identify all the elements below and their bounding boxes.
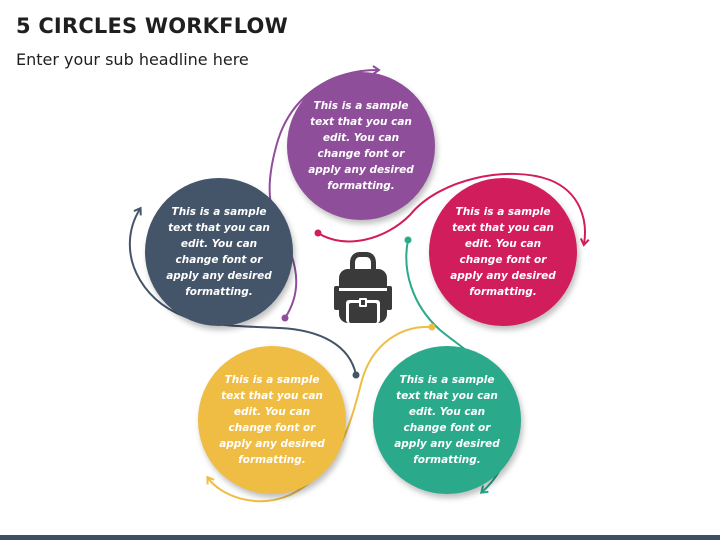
step-circle-5: This is a sample text that you can edit.… [145,178,293,326]
arc-green-dot [404,236,412,244]
step-circle-4: This is a sample text that you can edit.… [198,346,346,494]
step-text-4: This is a sample text that you can edit.… [219,374,325,466]
page-subtitle: Enter your sub headline here [16,50,249,69]
page-title: 5 CIRCLES WORKFLOW [16,14,288,38]
arc-navy-dot [352,371,360,379]
arc-purple-dot [281,314,289,322]
step-circle-2: This is a sample text that you can edit.… [429,178,577,326]
bottom-bar [0,535,720,540]
step-text-1: This is a sample text that you can edit.… [308,100,414,192]
arc-red-dot [314,229,322,237]
arc-red [317,172,590,247]
step-text-3: This is a sample text that you can edit.… [394,374,500,466]
step-circle-1: This is a sample text that you can edit.… [287,72,435,220]
step-text-5: This is a sample text that you can edit.… [166,206,272,298]
arc-yellow-dot [428,323,436,331]
step-text-2: This is a sample text that you can edit.… [450,206,556,298]
step-circle-3: This is a sample text that you can edit.… [373,346,521,494]
backpack-icon [334,252,392,323]
